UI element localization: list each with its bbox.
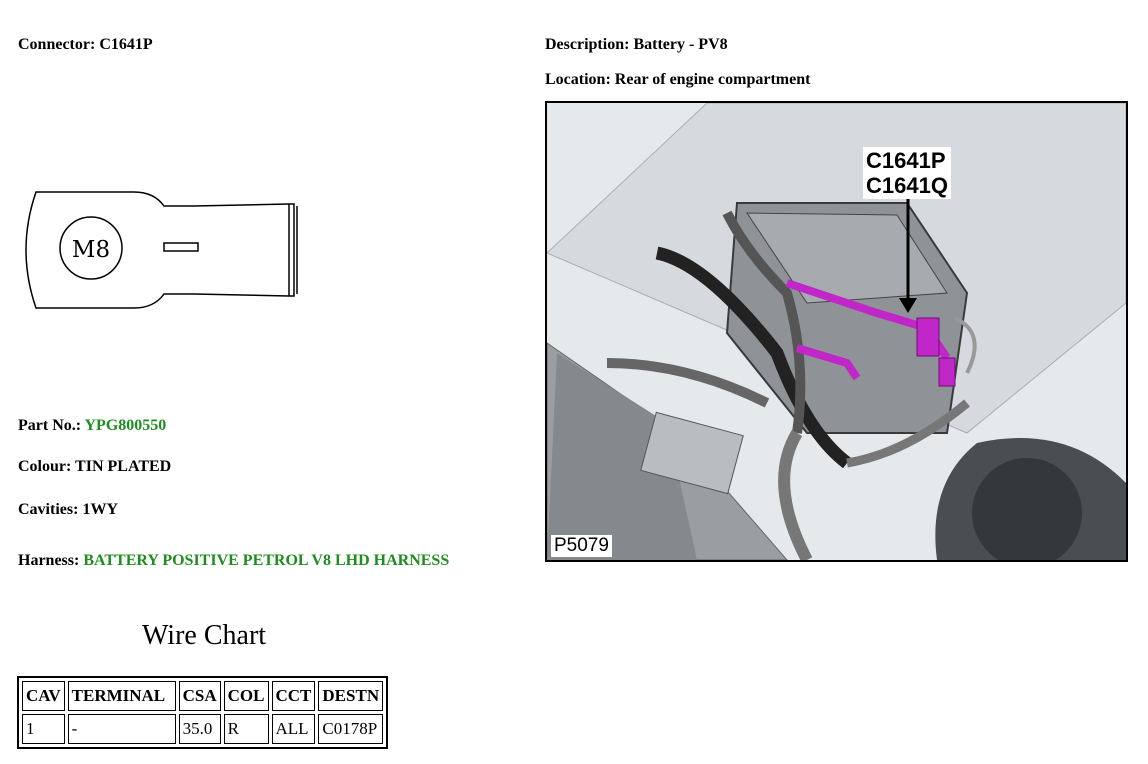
connector-field: Connector: C1641P <box>18 36 153 54</box>
description-field: Description: Battery - PV8 <box>545 36 728 54</box>
cell-terminal: - <box>67 714 176 744</box>
callout-c1641p: C1641P <box>866 148 946 173</box>
description-value: Battery - PV8 <box>633 36 728 53</box>
col-col: COL <box>223 681 269 711</box>
description-label: Description: <box>545 36 630 53</box>
col-cct: CCT <box>271 681 316 711</box>
location-value: Rear of engine compartment <box>614 71 811 88</box>
connector-terminal-drawing: M8 <box>25 191 298 309</box>
colour-label: Colour: <box>18 458 72 475</box>
cavities-field: Cavities: 1WY <box>18 501 118 519</box>
col-cav: CAV <box>22 681 65 711</box>
col-csa: CSA <box>178 681 221 711</box>
harness-value: BATTERY POSITIVE PETROL V8 LHD HARNESS <box>83 552 450 569</box>
location-image: C1641P C1641Q P5079 <box>545 101 1128 562</box>
location-field: Location: Rear of engine compartment <box>545 71 810 89</box>
terminal-size-text: M8 <box>72 237 110 263</box>
table-row: 1 - 35.0 R ALL C0178P <box>22 714 384 744</box>
wire-chart-header-row: CAV TERMINAL CSA COL CCT DESTN <box>22 681 384 711</box>
harness-field: Harness: BATTERY POSITIVE PETROL V8 LHD … <box>18 552 449 570</box>
photo-id: P5079 <box>551 535 612 557</box>
connector-callout: C1641P C1641Q <box>863 147 951 199</box>
part-no-field: Part No.: YPG800550 <box>18 417 166 435</box>
colour-field: Colour: TIN PLATED <box>18 458 171 476</box>
connector-value: C1641P <box>99 36 153 53</box>
cell-csa: 35.0 <box>178 714 221 744</box>
cell-cct: ALL <box>271 714 316 744</box>
cell-cav: 1 <box>22 714 65 744</box>
location-label: Location: <box>545 71 611 88</box>
col-destn: DESTN <box>318 681 384 711</box>
wire-chart-title: Wire Chart <box>142 620 267 651</box>
part-no-value: YPG800550 <box>84 417 167 434</box>
part-no-label: Part No.: <box>18 417 82 434</box>
harness-label: Harness: <box>18 552 80 569</box>
col-terminal: TERMINAL <box>67 681 176 711</box>
cell-destn: C0178P <box>318 714 384 744</box>
wire-chart-table: CAV TERMINAL CSA COL CCT DESTN 1 - 35.0 … <box>17 676 389 749</box>
colour-value: TIN PLATED <box>75 458 172 475</box>
callout-c1641q: C1641Q <box>866 173 948 198</box>
cavities-label: Cavities: <box>18 501 79 518</box>
connector-label: Connector: <box>18 36 96 53</box>
cavities-value: 1WY <box>82 501 118 518</box>
engine-bay-illustration <box>547 103 1126 560</box>
cell-col: R <box>223 714 269 744</box>
